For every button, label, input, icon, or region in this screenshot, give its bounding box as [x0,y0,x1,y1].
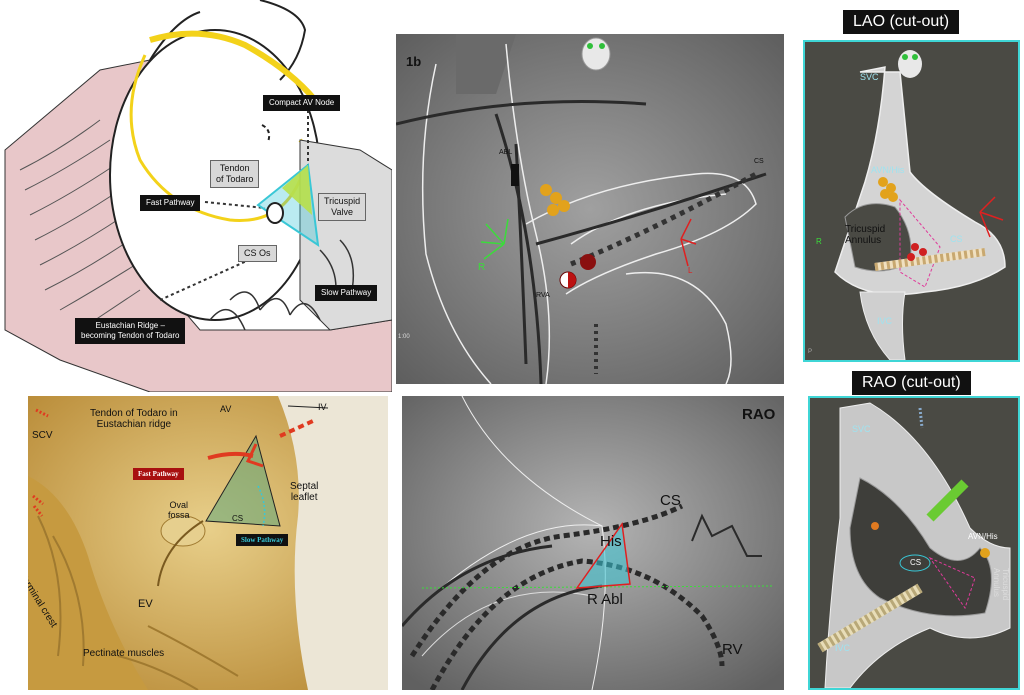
label-svc: SVC [852,424,871,434]
label-ivc: IVC [835,643,851,653]
lao-cutout-panel: SVC AVN/His Tricuspid Annulus CS IVC R P [803,40,1020,362]
label-slow-pathway: Slow Pathway [315,285,378,301]
label-tricuspid-valve: Tricuspid Valve [318,193,367,221]
label-oval-fossa: Oval fossa [168,500,190,520]
label-rva: RVA [536,292,550,299]
lao-fluoro-panel: 1b ABL CS RVA R L 1:00 [396,34,784,384]
label-cs: CS [910,558,922,567]
rao-cutout-drawing [817,402,1011,688]
rao-cutout-title: RAO (cut-out) [852,371,971,395]
label-abl: ABL [499,149,513,156]
label-rv: RV [722,641,743,658]
label-r-marker: R [816,237,822,246]
anatomy-photo-panel: SCV Tendon of Todaro in Eustachian ridge… [28,396,388,690]
label-slow-pathway: Slow Pathway [236,534,289,546]
rao-cutout-panel: SVC AVN/His CS Tricuspid Annulus IVC [808,396,1020,690]
lao-fluoro-drawing [396,34,784,384]
label-pectinate: Pectinate muscles [83,648,165,659]
label-p-marker: P [808,349,813,355]
label-r-abl: R Abl [587,591,623,608]
label-fast-pathway: Fast Pathway [140,195,201,211]
anatomy-photo-drawing [28,396,388,690]
label-his: His [600,533,622,550]
rao-fluoro-panel: RAO CS His R Abl RV [402,396,784,690]
lao-cutout-title: LAO (cut-out) [843,10,960,34]
label-tricuspid-annulus: Tricuspid Annulus [992,568,1010,601]
label-ev: EV [138,598,153,610]
label-scale: 1:00 [398,334,410,340]
label-panel-1b: 1b [406,54,422,69]
label-avn-his: AVN/His [968,532,998,541]
label-rao-title: RAO [742,406,776,423]
label-compact-av-node: Compact AV Node [263,95,341,111]
label-scv: SCV [32,430,53,441]
label-cs: CS [232,514,244,523]
label-septal-leaflet: Septal leaflet [290,481,319,503]
label-av: AV [220,404,232,414]
label-cs: CS [950,234,963,244]
label-l-marker: L [688,266,693,275]
lao-cutout-drawing [834,50,1006,360]
label-avn-his: AVN/His [871,165,905,175]
label-cs-os: CS Os [238,245,277,262]
label-tricuspid-annulus: Tricuspid Annulus [845,224,886,246]
label-eustachian-ridge: Eustachian Ridge – becoming Tendon of To… [75,318,186,344]
anatomy-diagram-panel: Compact AV Node Tendon of Todaro Fast Pa… [0,0,392,392]
label-cs: CS [660,492,681,509]
label-ivc: IVC [877,316,893,326]
rao-fluoro-drawing [402,396,784,690]
label-svc: SVC [860,72,879,82]
label-cs: CS [754,158,764,165]
label-tendon-of-todaro: Tendon of Todaro [210,160,260,188]
label-iv: IV [318,402,327,412]
label-r-marker: R [478,262,486,273]
label-fast-pathway: Fast Pathway [133,468,184,480]
label-tendon-todaro: Tendon of Todaro in Eustachian ridge [90,408,178,430]
